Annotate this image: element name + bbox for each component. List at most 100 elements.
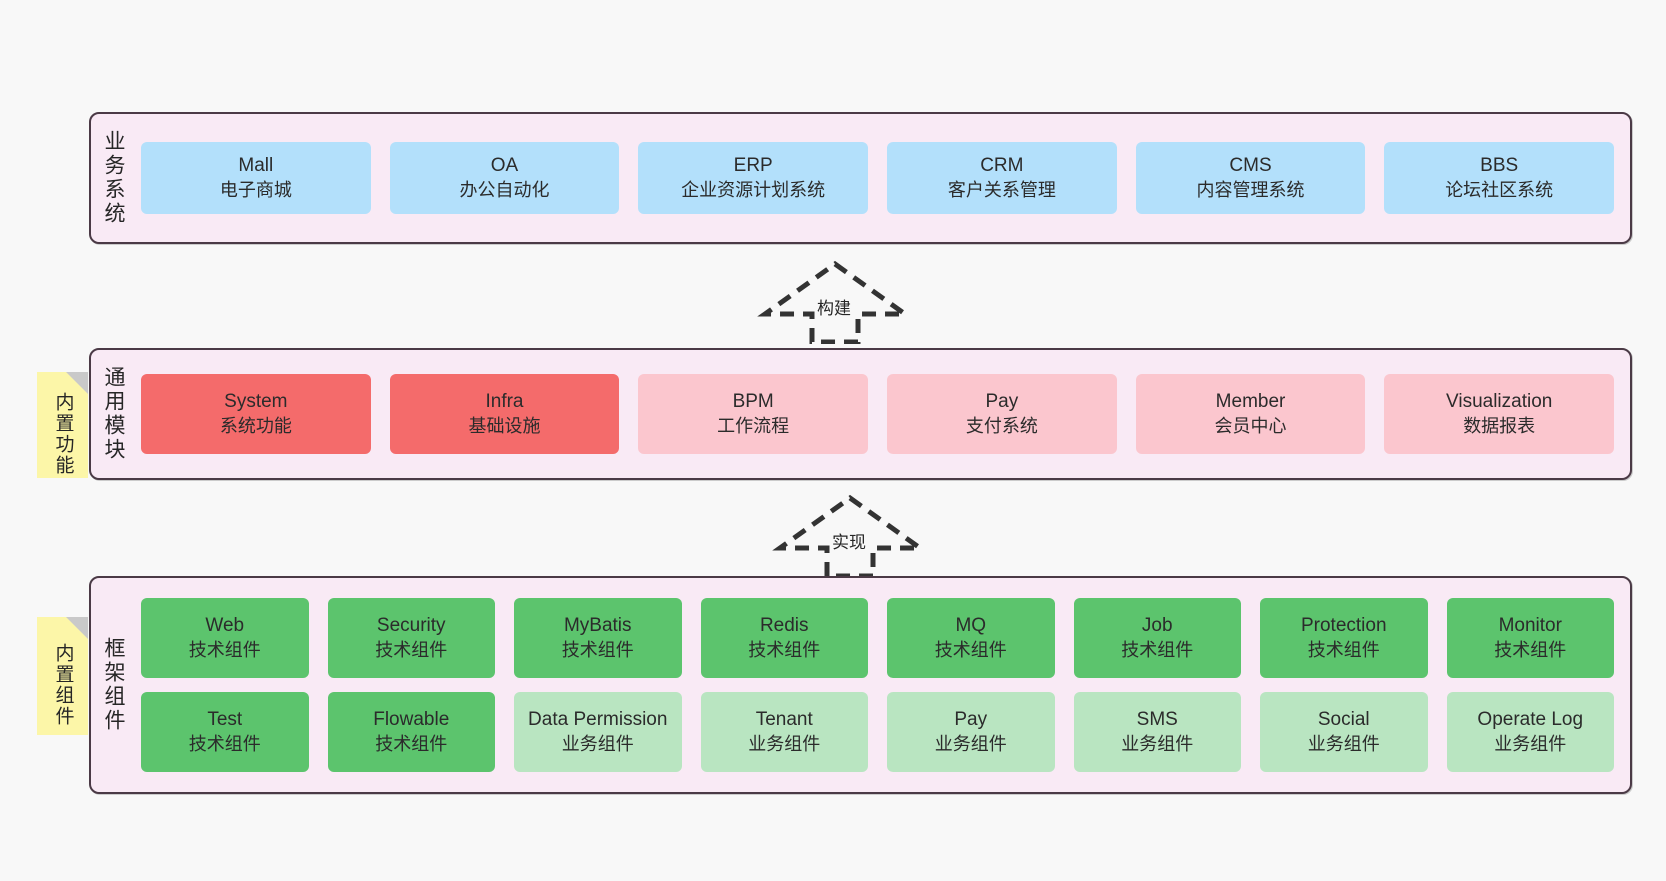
node-protection[interactable]: Protection 技术组件 — [1260, 598, 1428, 678]
node-member[interactable]: Member 会员中心 — [1135, 374, 1366, 454]
node-subtitle: 技术组件 — [375, 733, 448, 754]
node-title: Protection — [1300, 615, 1387, 637]
layer-body-frame: Web 技术组件 Security 技术组件 MyBatis 技术组件 Redi… — [135, 578, 1630, 792]
node-subtitle: 支付系统 — [965, 415, 1038, 436]
node-social[interactable]: Social 业务组件 — [1260, 692, 1428, 772]
node-monitor[interactable]: Monitor 技术组件 — [1446, 598, 1614, 678]
node-crm[interactable]: CRM 客户关系管理 — [887, 142, 1117, 214]
node-subtitle: 办公自动化 — [459, 179, 550, 200]
node-mq[interactable]: MQ 技术组件 — [887, 598, 1055, 678]
node-test[interactable]: Test 技术组件 — [141, 692, 309, 772]
note-text: 内置功能 — [52, 392, 74, 476]
node-title: System — [224, 391, 288, 413]
layer-title-frame: 框架组件 — [102, 637, 126, 733]
layer-common-modules[interactable]: 通用模块 System 系统功能 Infra 基础设施 BPM 工作流程 Pay… — [89, 348, 1632, 480]
node-title: Data Permission — [528, 709, 668, 731]
layer-body-common: System 系统功能 Infra 基础设施 BPM 工作流程 Pay 支付系统… — [135, 350, 1630, 478]
node-title: Tenant — [755, 709, 813, 731]
node-subtitle: 技术组件 — [561, 639, 634, 660]
node-title: MyBatis — [563, 615, 632, 637]
node-title: Infra — [485, 391, 524, 413]
node-subtitle: 技术组件 — [375, 639, 448, 660]
node-subtitle: 业务组件 — [1121, 733, 1194, 754]
layer-row: Web 技术组件 Security 技术组件 MyBatis 技术组件 Redi… — [141, 598, 1614, 678]
node-title: Pay — [985, 391, 1019, 413]
node-title: BPM — [732, 391, 774, 413]
node-job[interactable]: Job 技术组件 — [1073, 598, 1241, 678]
node-title: Member — [1215, 391, 1286, 413]
node-subtitle: 业务组件 — [561, 733, 634, 754]
node-title: BBS — [1480, 155, 1519, 177]
node-sms[interactable]: SMS 业务组件 — [1073, 692, 1241, 772]
node-title: OA — [490, 155, 519, 177]
node-subtitle: 技术组件 — [188, 733, 261, 754]
layer-title-common: 通用模块 — [102, 366, 126, 462]
node-system[interactable]: System 系统功能 — [141, 374, 371, 454]
node-pay-component[interactable]: Pay 业务组件 — [887, 692, 1055, 772]
node-title: Job — [1141, 615, 1173, 637]
node-subtitle: 业务组件 — [1307, 733, 1380, 754]
node-subtitle: 技术组件 — [1121, 639, 1194, 660]
node-bbs[interactable]: BBS 论坛社区系统 — [1384, 142, 1615, 214]
dashed-up-arrow-icon — [757, 260, 913, 345]
connector-label-implement: 实现 — [832, 533, 866, 552]
node-oa[interactable]: OA 办公自动化 — [389, 142, 620, 214]
node-title: ERP — [733, 155, 773, 177]
node-title: CMS — [1229, 155, 1272, 177]
note-text: 内置组件 — [52, 643, 74, 727]
node-subtitle: 业务组件 — [748, 733, 821, 754]
node-subtitle: 业务组件 — [934, 733, 1007, 754]
node-subtitle: 数据报表 — [1463, 415, 1536, 436]
node-title: Test — [207, 709, 243, 731]
node-title: Social — [1317, 709, 1370, 731]
node-security[interactable]: Security 技术组件 — [327, 598, 495, 678]
connector-implement: 实现 — [770, 492, 930, 579]
node-title: Redis — [759, 615, 809, 637]
node-subtitle: 客户关系管理 — [947, 179, 1056, 200]
node-subtitle: 工作流程 — [717, 415, 790, 436]
connector-label-build: 构建 — [817, 299, 851, 318]
node-subtitle: 技术组件 — [1307, 639, 1380, 660]
node-visualization[interactable]: Visualization 数据报表 — [1384, 374, 1615, 454]
node-title: Operate Log — [1477, 709, 1584, 731]
node-tenant[interactable]: Tenant 业务组件 — [700, 692, 868, 772]
node-erp[interactable]: ERP 企业资源计划系统 — [638, 142, 869, 214]
node-title: Visualization — [1446, 391, 1553, 413]
layer-body-business: Mall 电子商城 OA 办公自动化 ERP 企业资源计划系统 CRM 客户关系… — [135, 114, 1630, 242]
node-subtitle: 技术组件 — [748, 639, 821, 660]
layer-row: Test 技术组件 Flowable 技术组件 Data Permission … — [141, 692, 1614, 772]
node-infra[interactable]: Infra 基础设施 — [389, 374, 620, 454]
node-cms[interactable]: CMS 内容管理系统 — [1135, 142, 1366, 214]
layer-business-systems[interactable]: 业务系统 Mall 电子商城 OA 办公自动化 ERP 企业资源计划系统 CRM… — [89, 112, 1632, 244]
node-bpm[interactable]: BPM 工作流程 — [638, 374, 869, 454]
node-flowable[interactable]: Flowable 技术组件 — [327, 692, 495, 772]
node-redis[interactable]: Redis 技术组件 — [700, 598, 868, 678]
node-data-permission[interactable]: Data Permission 业务组件 — [514, 692, 682, 772]
node-title: Security — [376, 615, 446, 637]
node-title: Mall — [238, 155, 274, 177]
node-subtitle: 基础设施 — [468, 415, 541, 436]
node-title: CRM — [980, 155, 1024, 177]
note-builtin-component: 内置组件 — [37, 617, 88, 735]
node-subtitle: 技术组件 — [934, 639, 1007, 660]
node-subtitle: 会员中心 — [1214, 415, 1287, 436]
node-operate-log[interactable]: Operate Log 业务组件 — [1446, 692, 1614, 772]
node-title: SMS — [1136, 709, 1178, 731]
node-title: MQ — [955, 615, 987, 637]
node-mall[interactable]: Mall 电子商城 — [141, 142, 371, 214]
node-title: Pay — [954, 709, 988, 731]
layer-row: Mall 电子商城 OA 办公自动化 ERP 企业资源计划系统 CRM 客户关系… — [141, 142, 1615, 214]
node-subtitle: 论坛社区系统 — [1445, 179, 1554, 200]
node-title: Web — [205, 615, 245, 637]
layer-title-business: 业务系统 — [102, 130, 126, 226]
node-subtitle: 企业资源计划系统 — [681, 179, 826, 200]
node-pay[interactable]: Pay 支付系统 — [887, 374, 1117, 454]
node-subtitle: 系统功能 — [219, 415, 292, 436]
node-title: Flowable — [373, 709, 450, 731]
node-web[interactable]: Web 技术组件 — [141, 598, 309, 678]
layer-row: System 系统功能 Infra 基础设施 BPM 工作流程 Pay 支付系统… — [141, 374, 1615, 454]
node-mybatis[interactable]: MyBatis 技术组件 — [514, 598, 682, 678]
layer-framework-components[interactable]: 框架组件 Web 技术组件 Security 技术组件 MyBatis 技术组件… — [89, 576, 1632, 794]
node-subtitle: 技术组件 — [1494, 639, 1567, 660]
